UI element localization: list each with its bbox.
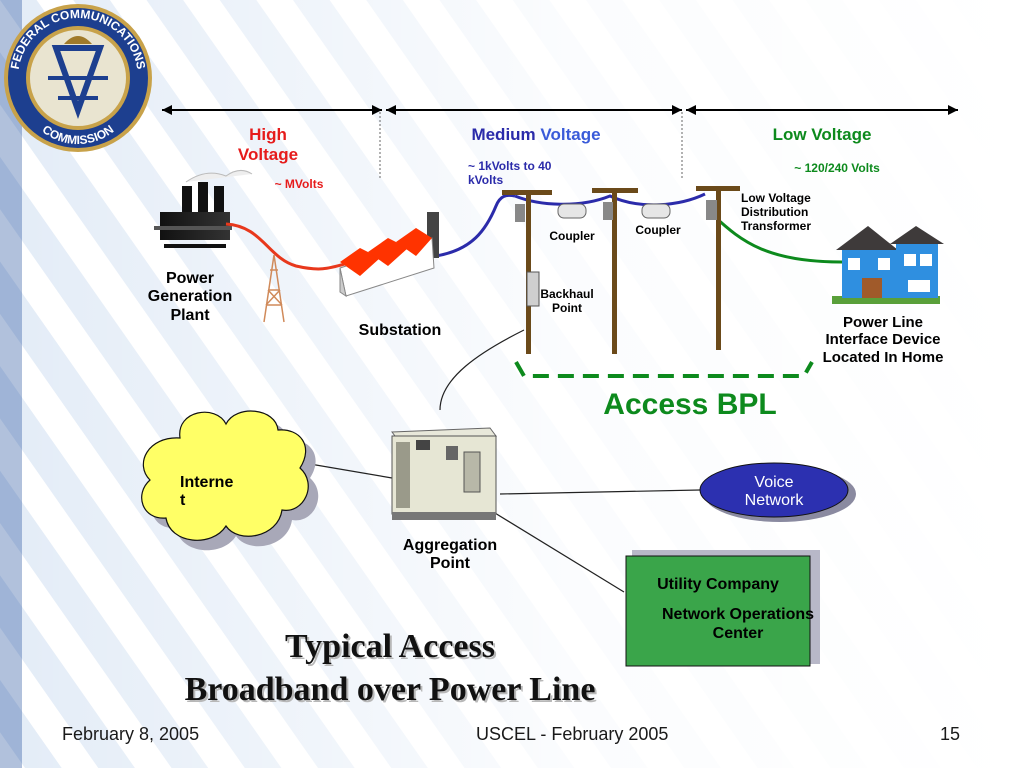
voice-network-label: Voice Network — [744, 474, 804, 510]
aggregation-point-label: Aggregation Point — [402, 537, 498, 573]
network-connections — [309, 463, 701, 593]
low-voltage-range: ~ 120/240 Volts — [794, 161, 880, 175]
medium-voltage-label: Medium Voltage — [436, 125, 636, 145]
low-voltage-wire — [712, 214, 843, 264]
low-voltage-label: Low Voltage — [772, 125, 872, 144]
house-icon — [832, 226, 944, 304]
slide-title: Typical Access Broadband over Power Line — [184, 628, 596, 708]
footer-date: February 8, 2005 — [62, 724, 200, 744]
footer-page-number: 15 — [940, 724, 961, 744]
home-device-label: Power Line Interface Device Located In H… — [822, 314, 944, 366]
coupler-2-icon — [641, 203, 671, 219]
access-bpl-bracket — [514, 361, 814, 378]
transmission-tower-icon — [263, 254, 285, 323]
medium-voltage-wire-2 — [514, 192, 706, 207]
high-voltage-wire — [225, 222, 353, 271]
access-bpl-label: Access BPL — [603, 388, 777, 421]
footer-center: USCEL - February 2005 — [476, 724, 669, 744]
medium-word: Medium — [471, 125, 536, 144]
high-voltage-label: High Voltage — [237, 125, 299, 164]
power-plant-icon — [154, 170, 253, 248]
utility-pole-3 — [696, 186, 740, 350]
voltage-word: Voltage — [540, 125, 601, 144]
coupler-1-icon — [557, 203, 587, 219]
internet-cloud-icon — [141, 410, 319, 551]
medium-voltage-range: ~ 1kVolts to 40 kVolts — [468, 159, 552, 187]
noc-label: Utility Company Network Operations Cente… — [657, 576, 815, 642]
noc-box — [625, 550, 820, 667]
aggregation-point-icon — [391, 427, 497, 520]
substation-label: Substation — [358, 322, 442, 339]
power-plant-label: Power Generation Plant — [147, 270, 233, 324]
internet-label: Interne t — [180, 474, 234, 510]
coupler-1-label: Coupler — [549, 229, 595, 243]
medium-voltage-wire-1 — [435, 193, 516, 258]
substation-icon — [339, 212, 439, 298]
utility-pole-1 — [502, 190, 552, 354]
high-voltage-range: ~ MVolts — [274, 177, 324, 191]
backhaul-point-label: Backhaul Point — [540, 287, 594, 315]
utility-pole-2 — [592, 188, 638, 354]
fiber-link-to-pole — [439, 329, 525, 411]
transformer-label: Low Voltage Distribution Transformer — [741, 191, 812, 233]
voice-network-node — [699, 462, 856, 522]
voltage-segment-arrows — [162, 105, 958, 180]
coupler-2-label: Coupler — [635, 223, 681, 237]
fcc-seal-logo: FEDERAL COMMUNICATIONS COMMISSION — [4, 4, 152, 152]
